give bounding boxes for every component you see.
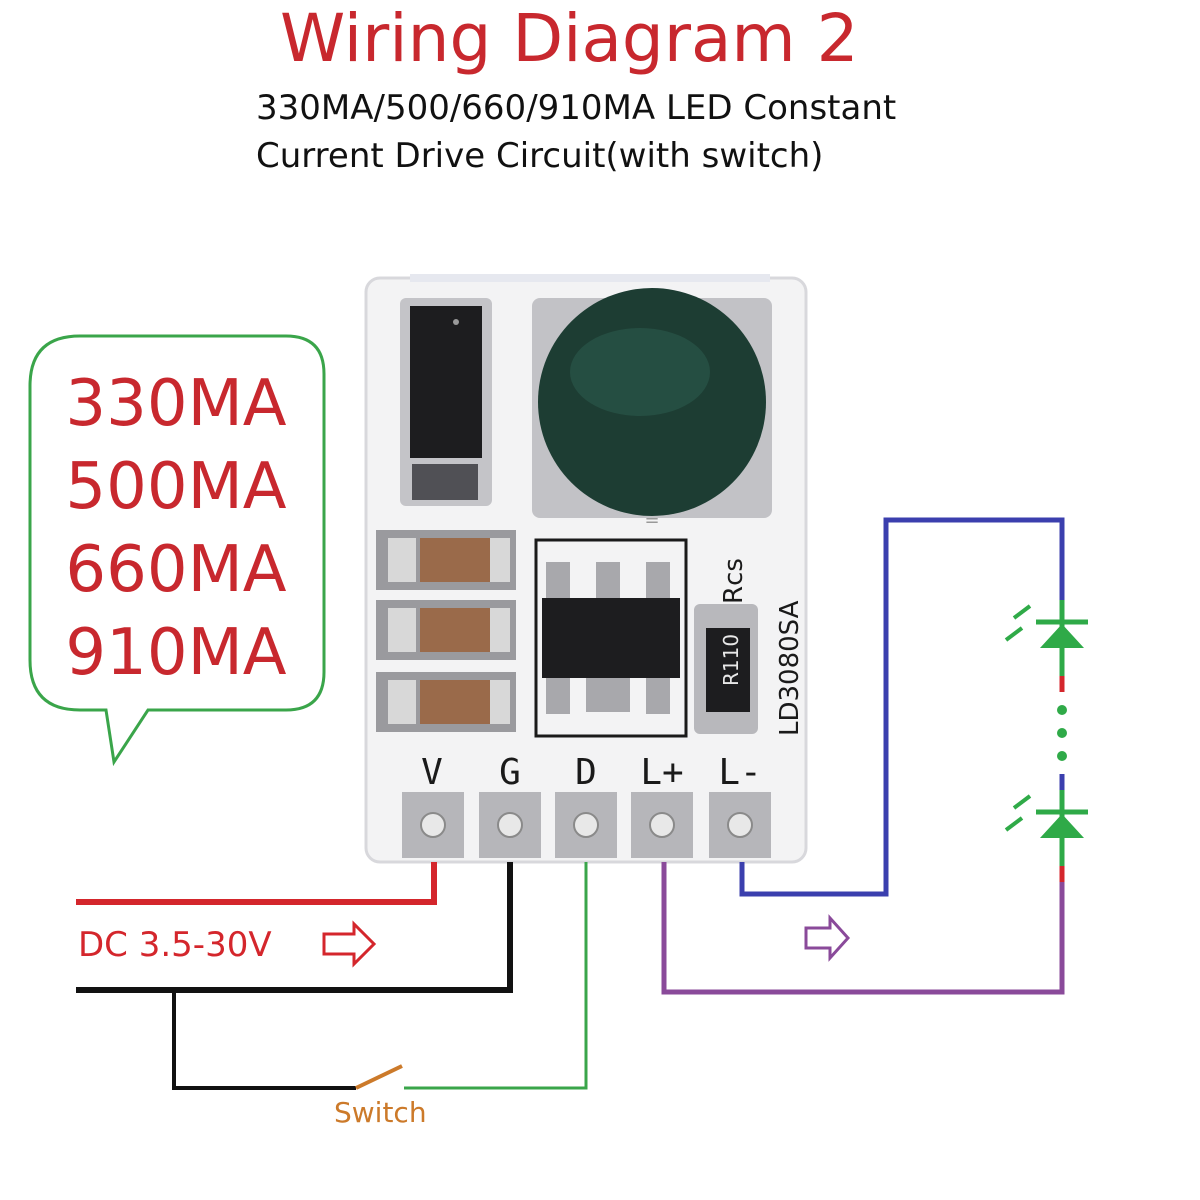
led-minus-wire [739,517,1065,897]
pin-label-g: G [499,752,521,793]
led-2 [1004,790,1088,866]
pin-label-l-minus: L- [718,752,761,793]
pcb-module: = R110 Rcs [364,274,808,864]
pin-pad-g [479,792,541,858]
current-arrow-icon [804,914,851,962]
sense-resistor [706,628,750,712]
capacitor-2 [376,600,516,660]
pin-pad-d [555,792,617,858]
led-1 [1004,600,1088,676]
capacitor-1 [376,530,516,590]
supply-voltage-label: DC 3.5-30V [78,925,272,965]
current-option-660: 660MA [65,533,286,607]
positive-wire [76,862,437,905]
pin-label-l-plus: L+ [640,752,683,793]
subtitle-line-1: 330MA/500/660/910MA LED Constant [256,88,897,128]
current-option-500: 500MA [65,450,286,524]
pin-label-d: D [575,752,597,793]
resistor-value: R110 [719,634,743,686]
led-chain-ellipsis [1057,705,1067,761]
pin-pad-v [402,792,464,858]
pin-label-v: V [421,752,443,793]
subtitle-line-2: Current Drive Circuit(with switch) [256,136,824,176]
pin-pad-l-minus [709,792,771,858]
diode-body [410,306,482,458]
led-plus-wire [661,862,1065,995]
current-option-910: 910MA [65,616,286,690]
switch-label: Switch [334,1096,427,1129]
switch [355,1064,403,1090]
svg-text:=: = [644,510,659,531]
supply-arrow-icon [322,920,377,968]
current-option-330: 330MA [65,367,286,441]
model-label: LD3080SA [775,600,805,736]
ground-wire [76,862,513,993]
ic-chip [542,598,680,678]
diagram-title: Wiring Diagram 2 [280,0,859,77]
capacitor-3 [376,672,516,732]
resistor-name: Rcs [719,558,749,604]
current-options-bubble: 330MA 500MA 660MA 910MA [28,334,326,767]
ground-to-switch-wire [172,990,356,1090]
pin-pad-l-plus [631,792,693,858]
dim-wire [404,862,588,1090]
